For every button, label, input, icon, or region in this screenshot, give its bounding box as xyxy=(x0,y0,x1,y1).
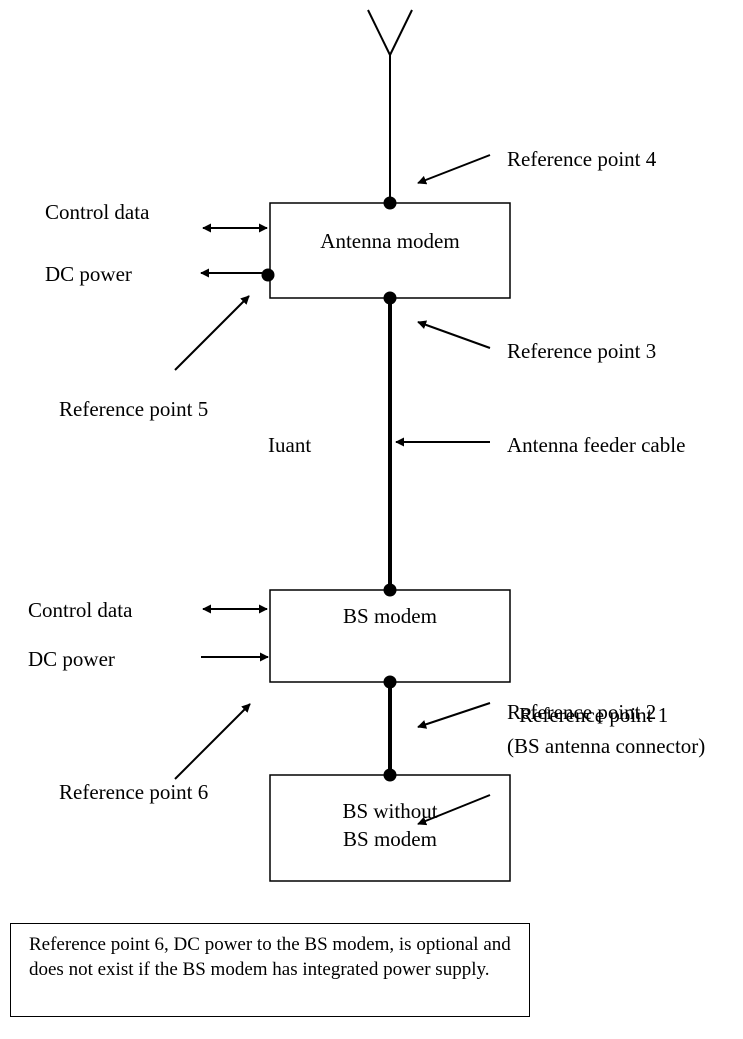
reference-point-5-dot xyxy=(261,268,275,282)
reference-point-3-dot xyxy=(383,291,397,305)
bs-modem-output-dot xyxy=(383,675,397,689)
control-data-bottom-label: Control data xyxy=(28,598,133,622)
reference-point-4-arrow xyxy=(417,154,491,185)
antenna-feeder-cable-label: Antenna feeder cable xyxy=(507,433,686,457)
note-text: Reference point 6, DC power to the BS mo… xyxy=(29,934,511,980)
note-box: Reference point 6, DC power to the BS mo… xyxy=(10,923,530,1017)
reference-point-6-arrow xyxy=(174,703,251,780)
reference-point-5-arrow xyxy=(174,295,250,371)
reference-point-6-label: Reference point 6 xyxy=(59,780,209,804)
reference-point-4-dot xyxy=(383,196,397,210)
dc-power-top-label: DC power xyxy=(45,262,132,286)
reference-point-4-label: Reference point 4 xyxy=(507,147,657,171)
bs-modem-label: BS modem xyxy=(343,604,437,628)
dc-power-bottom-label: DC power xyxy=(28,647,115,671)
bs-without-line2-label: BS modem xyxy=(343,827,437,851)
reference-point-1-label: Reference point 1 xyxy=(519,703,669,727)
bs-without-line1-label: BS without xyxy=(342,799,438,823)
reference-point-2-label: Reference point 2 xyxy=(507,700,657,724)
reference-point-2-arrow xyxy=(417,702,491,729)
reference-point-3-label: Reference point 3 xyxy=(507,339,657,363)
reference-point-1-dot xyxy=(383,768,397,782)
reference-point-2-dot xyxy=(383,583,397,597)
antenna-icon xyxy=(367,9,413,203)
reference-point-1-arrow xyxy=(417,794,491,826)
antenna-modem-label: Antenna modem xyxy=(320,229,460,253)
iuant-label: Iuant xyxy=(268,433,312,457)
reference-point-3-arrow xyxy=(417,320,491,349)
reference-point-1-sublabel: (BS antenna connector) xyxy=(507,734,706,758)
reference-point-5-label: Reference point 5 xyxy=(59,397,209,421)
control-data-top-label: Control data xyxy=(45,200,150,224)
